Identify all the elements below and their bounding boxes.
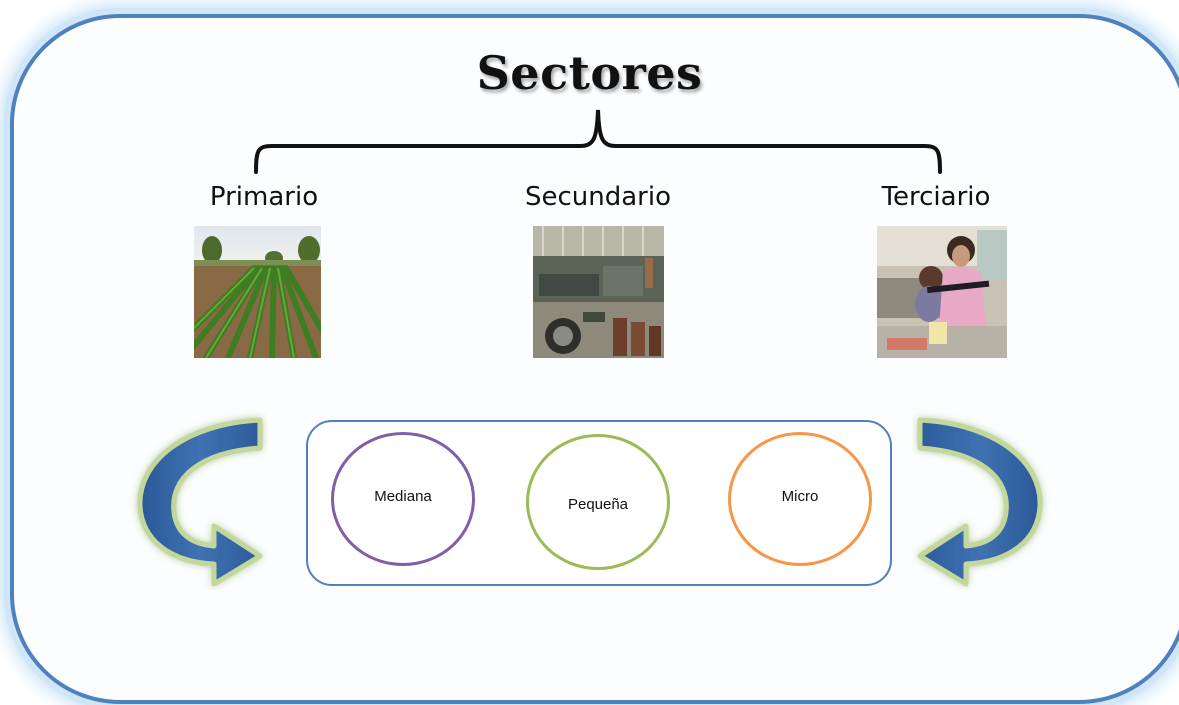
circle-mediana: Mediana (331, 432, 475, 566)
circle-pequena: Pequeña (526, 434, 670, 570)
factory-machinery-photo (533, 226, 664, 358)
diagram-title: Sectores (476, 46, 703, 100)
sector-label-primario: Primario (209, 182, 319, 212)
service-worker-photo (877, 226, 1007, 358)
curved-arrow-left (137, 417, 263, 587)
label-micro: Micro (781, 487, 819, 505)
sector-label-secundario: Secundario (524, 182, 671, 212)
farm-field-photo (194, 226, 321, 358)
curved-arrow-right (917, 417, 1043, 587)
sector-label-terciario: Terciario (881, 182, 991, 212)
label-mediana: Mediana (374, 487, 432, 505)
label-pequena: Pequeña (567, 495, 629, 513)
circle-micro: Micro (728, 432, 872, 566)
